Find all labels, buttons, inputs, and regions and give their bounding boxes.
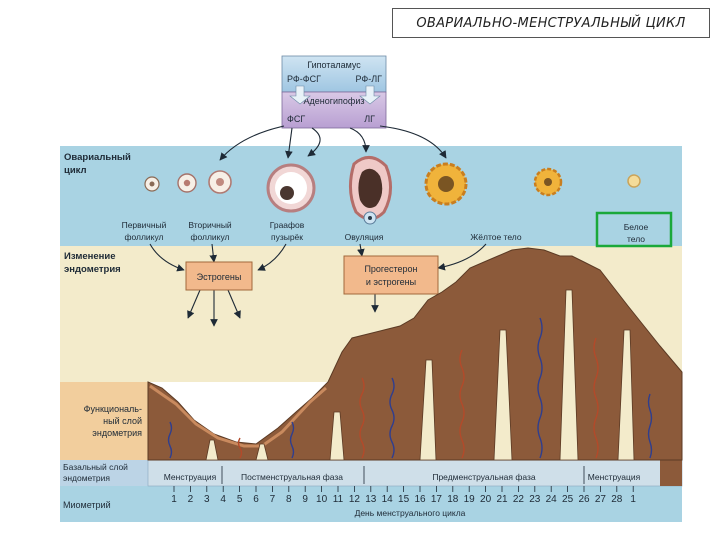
endometrium-tissue — [147, 247, 683, 461]
stage-label-secondary-1: Вторичный — [188, 220, 232, 230]
endometrium-crypts — [205, 289, 635, 461]
day-label: 1 — [630, 494, 636, 505]
day-label: 25 — [562, 494, 574, 505]
day-label: 12 — [349, 494, 361, 505]
hypothalamus-right-label: РФ-ЛГ — [355, 74, 382, 84]
day-label: 15 — [398, 494, 410, 505]
pituitary-arrows — [219, 125, 447, 161]
hypothalamus-title: Гипоталамус — [307, 60, 361, 70]
functional-layer-band — [60, 382, 148, 460]
corpus-albicans-highlight-box — [595, 211, 673, 248]
day-label: 22 — [513, 494, 525, 505]
pituitary-right-label: ЛГ — [364, 114, 375, 124]
fsg-release-arrow-icon — [289, 85, 311, 105]
day-label: 14 — [382, 494, 394, 505]
hormone-arrows — [149, 243, 487, 327]
day-label: 9 — [302, 494, 308, 505]
basal-layer-label-2: эндометрия — [63, 473, 110, 483]
day-label: 13 — [365, 494, 377, 505]
graafian-follicle-icon — [266, 163, 316, 213]
estrogens-label: Эстрогены — [197, 272, 242, 282]
primary-follicle-icon — [144, 176, 160, 192]
day-label: 27 — [595, 494, 607, 505]
day-label: 11 — [333, 494, 344, 505]
ovulation-icon — [349, 156, 392, 225]
ovarian-cycle-label-2: цикл — [64, 165, 87, 176]
day-label: 28 — [611, 494, 623, 505]
stage-label-ovulation: Овуляция — [345, 232, 384, 242]
progesterone-label-1: Прогестерон — [364, 264, 417, 274]
functional-layer-label-2: ный слой — [103, 416, 142, 426]
corpus-luteum-small-icon — [533, 167, 563, 197]
phase-label-menstruation-2: Менструация — [588, 472, 641, 482]
stage-label-graafian-1: Граафов — [270, 220, 305, 230]
secondary-follicle-icon — [177, 173, 197, 193]
estrogens-box: Эстрогены — [185, 261, 253, 291]
functional-layer-label-1: Функциональ- — [84, 404, 142, 414]
day-label: 18 — [447, 494, 459, 505]
day-label: 23 — [529, 494, 541, 505]
basal-layer-strip — [147, 459, 683, 487]
phase-label-menstruation: Менструация — [164, 472, 217, 482]
days-caption: День менструального цикла — [355, 508, 466, 518]
day-label: 17 — [431, 494, 443, 505]
secondary-follicle-2-icon — [208, 170, 232, 194]
ovarian-cycle-label-1: Овариальный — [64, 152, 131, 163]
myometrium-label: Миометрий — [63, 500, 111, 510]
stage-label-primary-1: Первичный — [122, 220, 167, 230]
day-ticks — [173, 486, 634, 492]
endometrium-label-1: Изменение — [64, 251, 116, 262]
day-label: 3 — [204, 494, 210, 505]
day-label: 26 — [578, 494, 590, 505]
day-label: 16 — [414, 494, 426, 505]
endometrium-surface-line — [149, 384, 327, 448]
stage-label-corpus-albicans-2: тело — [627, 234, 645, 244]
day-label: 7 — [270, 494, 276, 505]
day-label: 8 — [286, 494, 292, 505]
day-label: 5 — [237, 494, 243, 505]
phase-separators — [221, 466, 585, 484]
stage-label-corpus-luteum: Жёлтое тело — [470, 232, 521, 242]
stage-label-primary-2: фолликул — [124, 232, 163, 242]
day-label: 4 — [220, 494, 226, 505]
hypothalamus-left-label: РФ-ФСГ — [287, 74, 321, 84]
corpus-albicans-icon — [627, 174, 641, 188]
basal-layer-band — [60, 460, 148, 486]
stage-label-graafian-2: пузырёк — [271, 232, 303, 242]
progesterone-box: Прогестерон и эстрогены — [343, 255, 439, 295]
pituitary-left-label: ФСГ — [287, 114, 305, 124]
corpus-luteum-large-icon — [424, 162, 468, 206]
phase-label-premenstrual: Предменструальная фаза — [432, 472, 536, 482]
stage-label-corpus-albicans-1: Белое — [624, 222, 649, 232]
functional-layer-label-3: эндометрия — [92, 428, 142, 438]
endometrium-label-2: эндометрия — [64, 264, 121, 275]
basal-layer-label-1: Базальный слой — [63, 462, 128, 472]
day-label: 1 — [171, 494, 177, 505]
stage-label-secondary-2: фолликул — [190, 232, 229, 242]
day-label: 2 — [188, 494, 194, 505]
day-label: 6 — [253, 494, 259, 505]
page-title: ОВАРИАЛЬНО-МЕНСТРУАЛЬНЫЙ ЦИКЛ — [392, 8, 710, 38]
day-label: 10 — [316, 494, 328, 505]
pituitary-title: Аденогипофиз — [304, 96, 365, 106]
day-label: 20 — [480, 494, 492, 505]
progesterone-label-2: и эстрогены — [366, 277, 416, 287]
day-label: 24 — [546, 494, 558, 505]
spiral-arteries — [167, 317, 653, 459]
day-label: 19 — [464, 494, 476, 505]
phase-label-postmenstrual: Постменструальная фаза — [241, 472, 343, 482]
lg-release-arrow-icon — [359, 85, 381, 105]
day-label: 21 — [496, 494, 508, 505]
